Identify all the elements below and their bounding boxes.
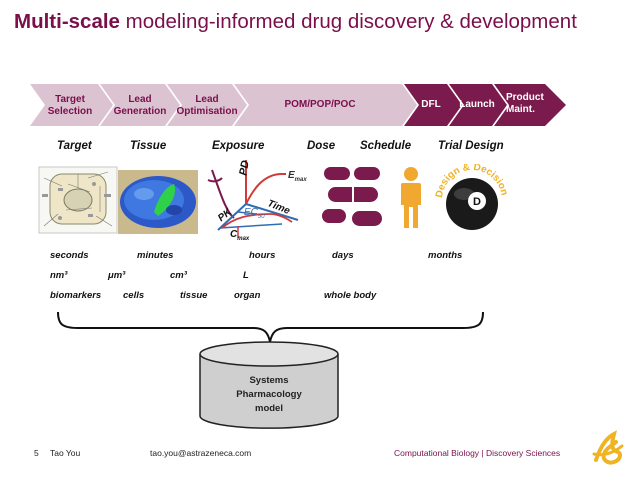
scale-whole-body: whole body	[324, 290, 377, 301]
scale-months: months	[428, 250, 463, 261]
stage-label-pom-pop-poc: POM/POP/POC	[284, 99, 356, 110]
cmax-label: Cmax	[230, 229, 250, 242]
scale-tissue: tissue	[180, 290, 208, 301]
scale-litre: L	[243, 270, 249, 281]
systems-model-label: Systems Pharmacology model	[236, 375, 302, 414]
stage-label-target-selection: Target Selection	[47, 94, 93, 117]
scale-cm3: cm³	[170, 270, 187, 281]
chevron-pom-pop-poc	[234, 84, 417, 126]
cell-pathway-diagram	[38, 166, 118, 234]
systems-model-cylinder	[199, 341, 339, 429]
footer-department: Computational Biology | Discovery Scienc…	[394, 448, 561, 458]
chevron-product-maint	[494, 84, 566, 126]
person-icon	[401, 167, 421, 228]
stage-label-launch: Launch	[459, 99, 495, 110]
ball-letter: D	[473, 196, 481, 208]
scale-hours: hours	[249, 250, 276, 261]
scale-minutes: minutes	[137, 250, 174, 261]
category-schedule: Schedule	[360, 140, 412, 152]
footer-page-number: 5	[34, 448, 39, 458]
stage-label-lead-generation: Lead Generation	[113, 94, 167, 117]
category-tissue: Tissue	[130, 140, 167, 152]
emax-curve	[245, 173, 283, 205]
stage-label-dfl: DFL	[421, 99, 441, 110]
scale-um3: μm³	[108, 270, 126, 281]
time-axis	[245, 203, 299, 221]
title-bold: Multi-scale	[14, 10, 120, 33]
astrazeneca-logo-icon	[592, 430, 624, 465]
pk-axis	[217, 203, 247, 231]
scale-seconds: seconds	[50, 250, 89, 261]
chevron-lead-optimisation	[167, 84, 247, 126]
category-target: Target	[57, 140, 92, 152]
scale-nm3: nm³	[50, 270, 68, 281]
scale-cells: cells	[123, 290, 145, 301]
ec50-label: EC50	[244, 207, 265, 220]
chevron-target-selection	[30, 84, 113, 126]
trial-design-ball-icon: D Design & Decision	[434, 164, 510, 230]
stage-label-product-maint: Product Maint.	[506, 92, 544, 115]
chevron-dfl	[404, 84, 462, 126]
footer-author: Tao You	[50, 448, 81, 458]
category-exposure: Exposure	[212, 140, 265, 152]
pkpd-diagram	[207, 160, 299, 238]
title-rest: modeling-informed drug discovery & devel…	[125, 10, 577, 33]
slide-title: Multi-scale modeling-informed drug disco…	[14, 10, 577, 34]
footer-email: tao.you@astrazeneca.com	[150, 448, 252, 458]
scale-organ: organ	[234, 290, 261, 301]
tissue-image	[118, 170, 198, 234]
category-dose: Dose	[307, 140, 336, 152]
scale-days: days	[332, 250, 354, 261]
category-trial-design: Trial Design	[438, 140, 504, 152]
chevron-launch	[449, 84, 507, 126]
scale-biomarkers: biomarkers	[50, 290, 102, 301]
stage-label-lead-optimisation: Lead Optimisation	[176, 94, 238, 117]
emax-label: Emax	[288, 170, 307, 183]
chevron-lead-generation	[100, 84, 180, 126]
dose-pills-icon	[322, 167, 382, 226]
pipeline-chevrons	[30, 84, 566, 126]
